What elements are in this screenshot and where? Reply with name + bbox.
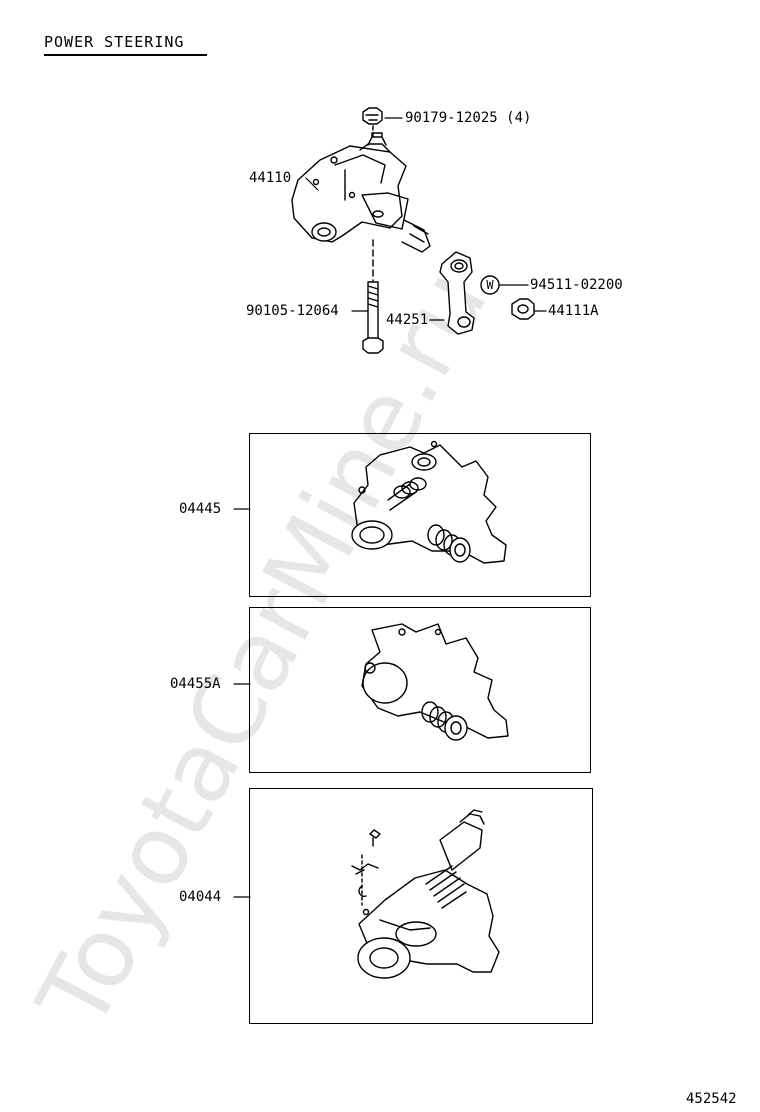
part-label-gear-housing: 44110 xyxy=(249,170,292,186)
part-label-pitman-arm: 44251 xyxy=(386,312,429,328)
page-title: POWER STEERING xyxy=(44,33,185,51)
leader-lines xyxy=(233,117,547,898)
nut-drawing xyxy=(511,298,535,320)
kit-box-1 xyxy=(249,433,591,597)
part-label-nut: 44111A xyxy=(548,303,599,319)
bottom-bolt-drawing xyxy=(362,281,384,354)
kit-label-3: 04044 xyxy=(179,889,222,905)
top-bolt-drawing xyxy=(362,107,383,137)
title-underline xyxy=(44,54,207,56)
kit3-drawing xyxy=(351,809,500,979)
washer-symbol-circle xyxy=(480,275,500,295)
part-label-washer: 94511-02200 xyxy=(530,277,623,293)
gear-housing-drawing xyxy=(291,132,431,253)
part-label-bolt-bottom: 90105-12064 xyxy=(246,303,339,319)
kit-box-3 xyxy=(249,788,593,1024)
figure-number: 452542 xyxy=(686,1091,737,1107)
part-label-bolt-top: 90179-12025 (4) xyxy=(405,110,532,126)
kit2-drawing xyxy=(361,623,509,741)
kit-label-2: 04455A xyxy=(170,676,221,692)
kit-box-2 xyxy=(249,607,591,773)
pitman-arm-drawing xyxy=(439,251,475,335)
washer-symbol: W xyxy=(486,278,494,292)
kit1-drawing xyxy=(351,440,507,564)
kit-label-1: 04445 xyxy=(179,501,222,517)
